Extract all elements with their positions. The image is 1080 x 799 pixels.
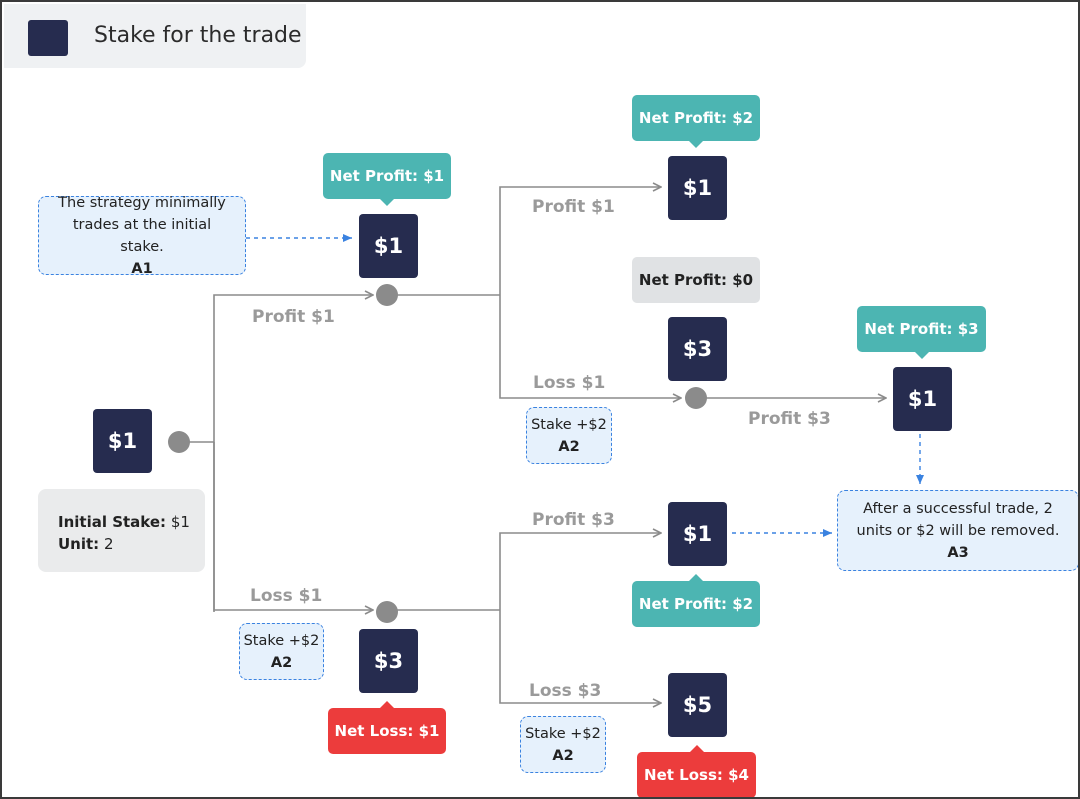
connector-line bbox=[499, 295, 681, 398]
net-profit-badge: Net Profit: $1 bbox=[323, 153, 451, 206]
legend-swatch bbox=[28, 20, 68, 56]
note-a3: After a successful trade, 2 units or $2 … bbox=[837, 490, 1078, 571]
initial-settings-card: Initial Stake: $1 Unit: 2 bbox=[38, 489, 205, 572]
note-a2-tag: A2 bbox=[558, 438, 580, 455]
net-loss-badge: Net Loss: $4 bbox=[637, 745, 756, 797]
note-a1-tag: A1 bbox=[131, 260, 153, 277]
note-a2-text: Stake +$2 bbox=[525, 725, 601, 742]
net-profit-badge: Net Profit: $3 bbox=[857, 306, 986, 359]
note-a2: Stake +$2 A2 bbox=[239, 623, 324, 680]
unit-key: Unit: bbox=[58, 535, 100, 553]
decision-node bbox=[376, 601, 398, 623]
edge-label-top-loss: Loss $1 bbox=[533, 373, 606, 393]
initial-stake-key: Initial Stake: bbox=[58, 513, 167, 531]
stake-box-l2-top-win: $1 bbox=[668, 156, 727, 220]
connector-line bbox=[499, 187, 661, 295]
initial-stake-value: $1 bbox=[170, 513, 190, 531]
note-a2-text: Stake +$2 bbox=[243, 632, 320, 649]
connector-line bbox=[213, 442, 373, 610]
unit-value: 2 bbox=[103, 535, 114, 553]
stake-box-l2-bottom-win: $1 bbox=[668, 502, 727, 566]
edge-label-mid-profit: Profit $3 bbox=[748, 409, 831, 429]
edge-label-root-loss: Loss $1 bbox=[250, 586, 323, 606]
legend: Stake for the trade bbox=[4, 4, 306, 68]
stake-box-l1-bottom: $3 bbox=[359, 629, 418, 693]
decision-node bbox=[685, 387, 707, 409]
initial-stake-row: Initial Stake: $1 bbox=[58, 511, 205, 533]
connector-line bbox=[499, 610, 661, 703]
decision-node bbox=[168, 431, 190, 453]
net-profit-badge: Net Profit: $0 bbox=[632, 257, 760, 303]
edge-label-bottom-profit: Profit $3 bbox=[532, 510, 615, 530]
net-profit-badge: Net Profit: $2 bbox=[632, 574, 760, 627]
note-a2-text: Stake +$2 bbox=[531, 416, 607, 433]
note-a3-text: After a successful trade, 2 units or $2 … bbox=[856, 500, 1060, 539]
legend-label: Stake for the trade bbox=[94, 23, 302, 48]
stake-box-l3-win: $1 bbox=[893, 367, 952, 431]
note-a2-tag: A2 bbox=[552, 747, 574, 764]
note-a2: Stake +$2 A2 bbox=[526, 407, 612, 464]
stake-box-l2-top-loss: $3 bbox=[668, 317, 727, 381]
stake-box-root: $1 bbox=[93, 409, 152, 473]
note-a3-tag: A3 bbox=[947, 544, 969, 561]
note-a1-text: The strategy minimally trades at the ini… bbox=[58, 194, 226, 255]
connector-line bbox=[499, 533, 661, 610]
decision-node bbox=[376, 284, 398, 306]
connector-line bbox=[213, 295, 373, 612]
unit-row: Unit: 2 bbox=[58, 533, 205, 555]
net-loss-badge: Net Loss: $1 bbox=[328, 701, 446, 754]
edge-label-bottom-loss: Loss $3 bbox=[529, 681, 602, 701]
note-a2-tag: A2 bbox=[270, 654, 293, 671]
stake-box-l2-bottom-loss: $5 bbox=[668, 673, 727, 737]
note-a2: Stake +$2 A2 bbox=[520, 716, 606, 773]
net-profit-badge: Net Profit: $2 bbox=[632, 95, 760, 148]
stake-box-l1-top: $1 bbox=[359, 214, 418, 278]
edge-label-top-profit: Profit $1 bbox=[532, 197, 615, 217]
edge-label-root-profit: Profit $1 bbox=[252, 307, 335, 327]
note-a1: The strategy minimally trades at the ini… bbox=[38, 195, 246, 277]
